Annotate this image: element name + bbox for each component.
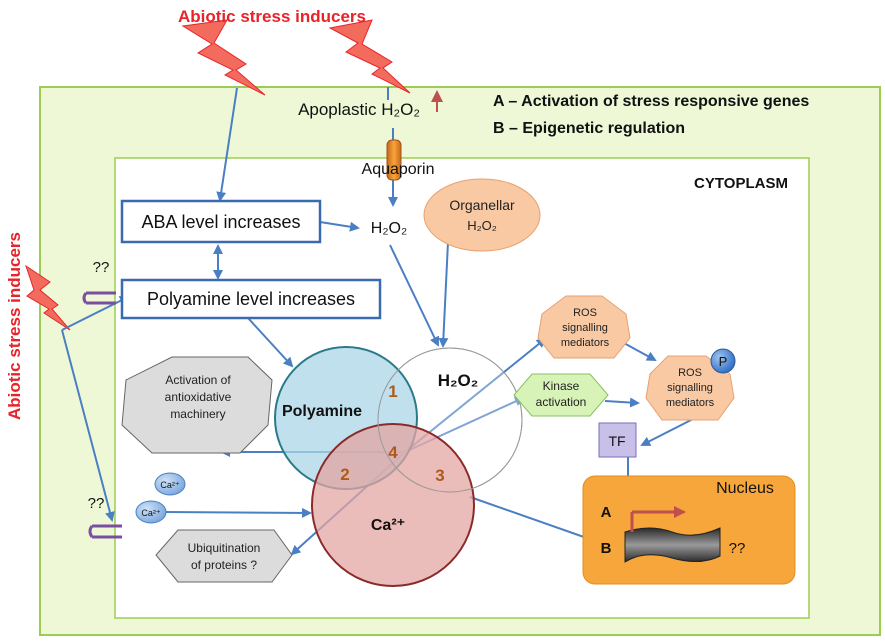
ca-ion-label: Ca²⁺ bbox=[160, 480, 180, 490]
lightning-bolt-icon bbox=[25, 264, 71, 331]
ubiquitination-label: Ubiquitination bbox=[188, 541, 261, 555]
venn-h2o2-label: H₂O₂ bbox=[438, 371, 479, 390]
ros-label: signalling bbox=[667, 382, 713, 394]
venn-h2o2-outline bbox=[377, 347, 523, 493]
ros-label: signalling bbox=[562, 322, 608, 334]
ca-ion-icon bbox=[135, 500, 167, 524]
aquaporin-channel bbox=[386, 139, 402, 181]
aba-box bbox=[120, 199, 322, 244]
kinase-node bbox=[513, 373, 609, 417]
inducer-left-label: Abiotic stress inducers bbox=[5, 232, 24, 420]
polyamine-level-label: Polyamine level increases bbox=[147, 289, 355, 309]
organellar-h2o2-node bbox=[423, 178, 541, 252]
ca-ion-icon bbox=[154, 472, 186, 496]
arrow bbox=[216, 87, 238, 202]
ros-mediators-node-1 bbox=[537, 295, 631, 359]
venn-ca-label: Ca²⁺ bbox=[371, 517, 405, 534]
unknown-label: ?? bbox=[88, 495, 105, 512]
phosphate-icon bbox=[710, 348, 736, 374]
membrane-channel-icon bbox=[82, 291, 116, 305]
venn-number-3: 3 bbox=[435, 466, 444, 485]
organellar-label: H₂O₂ bbox=[467, 218, 497, 233]
tf-box bbox=[598, 422, 637, 458]
kinase-label: Kinase bbox=[543, 379, 580, 393]
ubiquitination-label: of proteins ? bbox=[191, 558, 257, 572]
antioxidative-node bbox=[121, 356, 273, 454]
phosphate-label: P bbox=[719, 354, 728, 369]
gene-a-label: A bbox=[601, 504, 612, 521]
ros-label: mediators bbox=[561, 337, 610, 349]
ca-ion-label: Ca²⁺ bbox=[141, 508, 161, 518]
aquaporin-label: Aquaporin bbox=[362, 161, 435, 178]
venn-polyamine-label: Polyamine bbox=[282, 403, 362, 420]
apoplastic-h2o2-label: Apoplastic H₂O₂ bbox=[298, 100, 420, 119]
ros-label: mediators bbox=[666, 397, 715, 409]
polyamine-level-box bbox=[120, 278, 382, 320]
aba-label: ABA level increases bbox=[141, 212, 300, 232]
unknown-label: ?? bbox=[93, 259, 110, 276]
nucleus-label: Nucleus bbox=[716, 480, 774, 497]
membrane-channel-icon bbox=[88, 524, 122, 539]
lightning-bolt-icon bbox=[181, 19, 266, 96]
lightning-bolt-icon bbox=[328, 19, 411, 94]
arrow bbox=[389, 244, 440, 347]
legend-b: B – Epigenetic regulation bbox=[493, 120, 685, 137]
venn-number-2: 2 bbox=[340, 465, 349, 484]
unknown-label: ?? bbox=[729, 540, 746, 557]
kinase-label: activation bbox=[536, 395, 587, 409]
venn-number-1: 1 bbox=[388, 382, 397, 401]
antioxidative-label: Activation of bbox=[165, 373, 231, 387]
gene-b-label: B bbox=[601, 540, 612, 557]
venn-ca-circle bbox=[311, 423, 475, 587]
antioxidative-label: antioxidative bbox=[165, 390, 232, 404]
tf-label: TF bbox=[608, 433, 625, 449]
dna-gene-icon bbox=[624, 527, 721, 563]
arrow bbox=[61, 296, 130, 331]
ros-label: ROS bbox=[573, 307, 597, 319]
arrow bbox=[640, 417, 696, 446]
ros-label: ROS bbox=[678, 367, 702, 379]
arrow bbox=[438, 241, 449, 348]
arrow bbox=[61, 329, 115, 522]
venn-number-4: 4 bbox=[388, 443, 398, 462]
arrow bbox=[621, 341, 657, 361]
arrow bbox=[164, 507, 312, 518]
arrow bbox=[604, 397, 640, 408]
organellar-label: Organellar bbox=[449, 197, 515, 213]
ubiquitination-node bbox=[155, 529, 293, 583]
legend-a: A – Activation of stress responsive gene… bbox=[493, 93, 809, 110]
arrow bbox=[319, 221, 360, 232]
cytoplasm-label: CYTOPLASM bbox=[694, 175, 788, 192]
inducer-top-label: Abiotic stress inducers bbox=[178, 7, 366, 26]
h2o2-cytoplasm-label: H₂O₂ bbox=[371, 220, 407, 237]
antioxidative-label: machinery bbox=[170, 407, 225, 421]
arrow bbox=[247, 317, 294, 368]
